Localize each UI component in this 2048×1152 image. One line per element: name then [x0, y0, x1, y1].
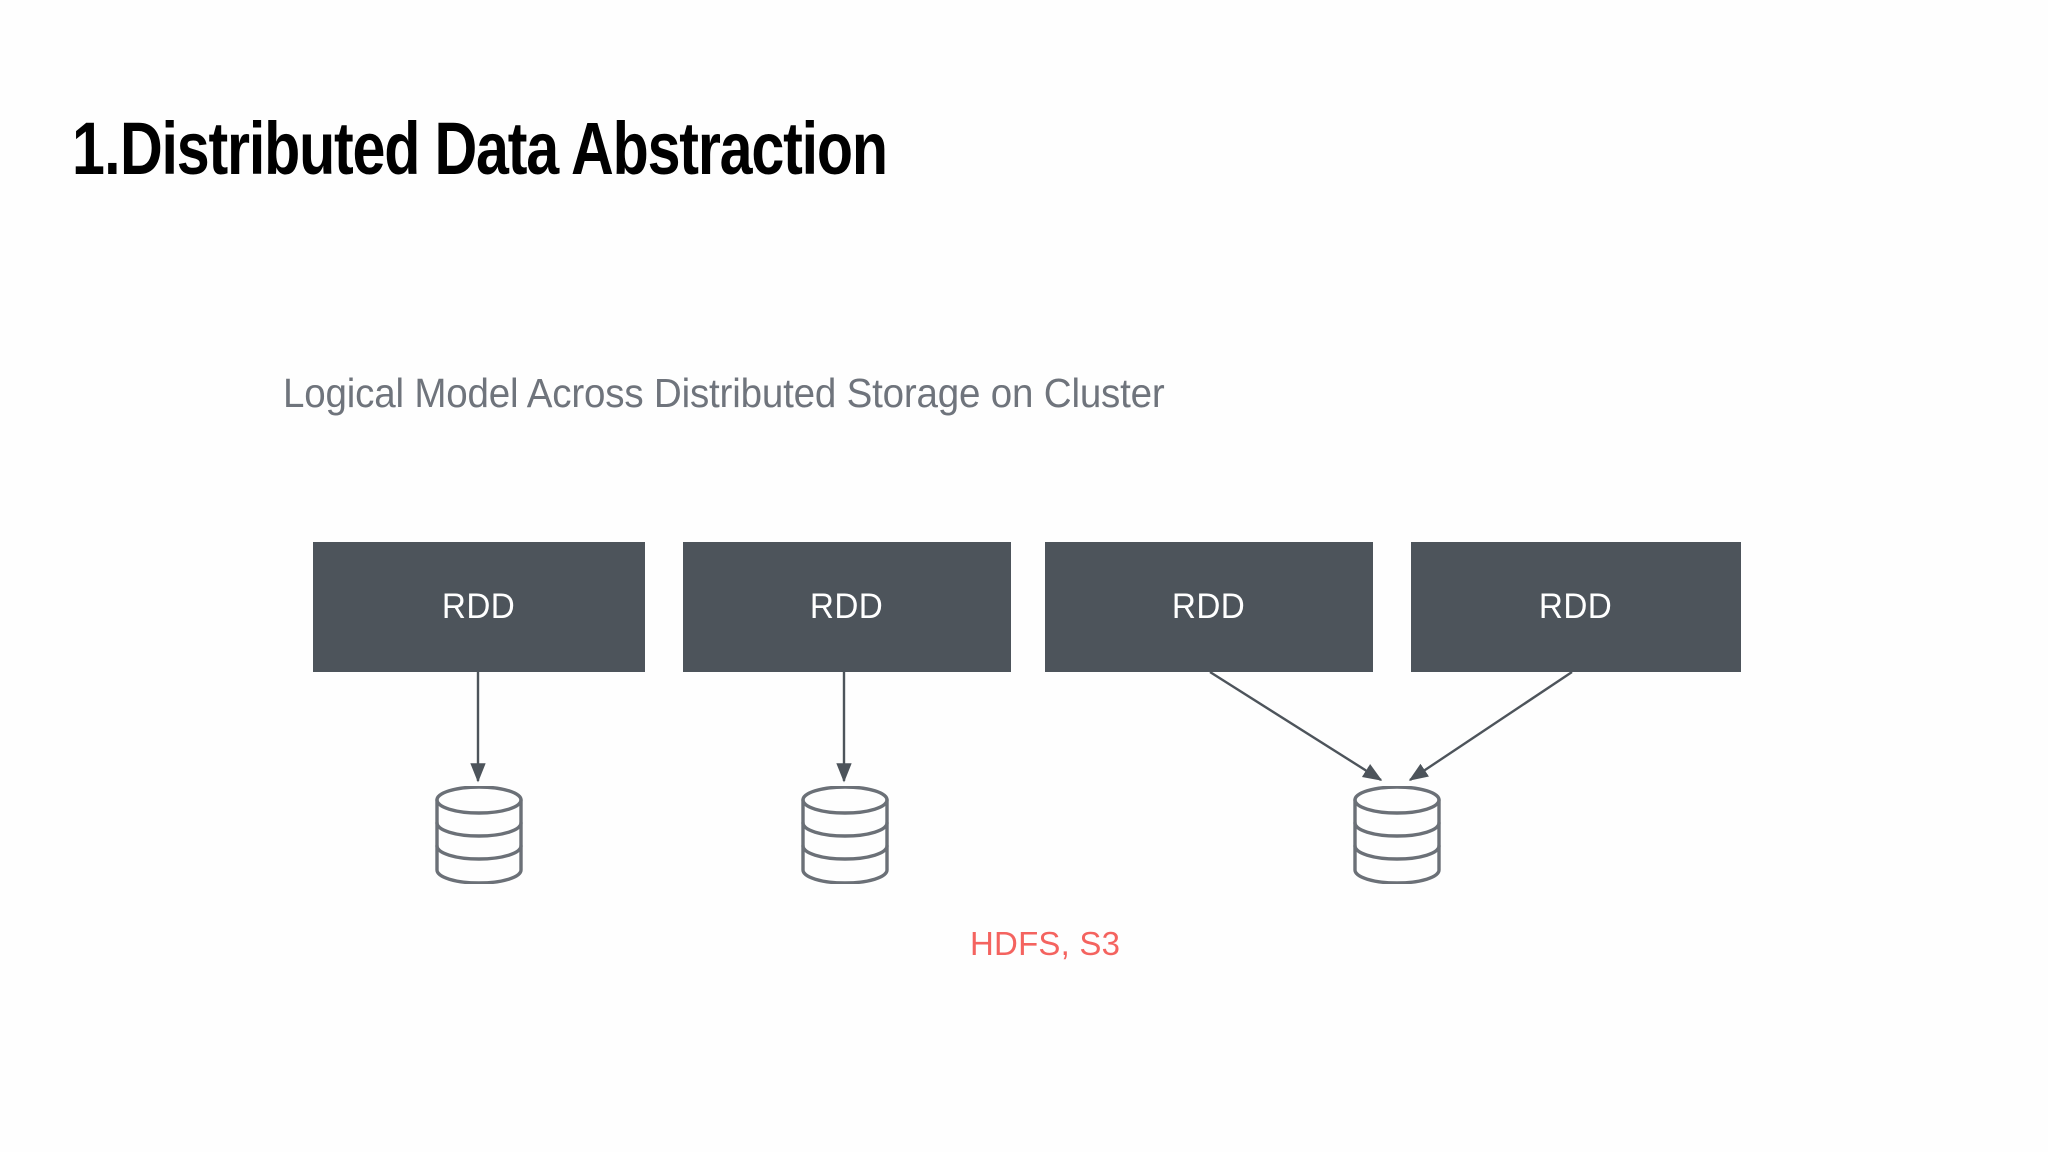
rdd-node-label: RDD [442, 587, 516, 626]
arrow-rdd3-to-storage3 [1209, 670, 1383, 782]
rdd-node-label: RDD [810, 587, 884, 626]
title-text: Distributed Data Abstraction [119, 107, 888, 190]
rdd-node-1: RDD [313, 542, 645, 672]
arrow-rdd4-to-storage3 [1408, 671, 1573, 781]
rdd-node-label: RDD [1539, 587, 1613, 626]
slide-subtitle: Logical Model Across Distributed Storage… [283, 370, 1165, 416]
storage-systems-label: HDFS, S3 [970, 925, 1121, 962]
database-cylinder-2 [801, 786, 889, 884]
title-number: 1. [72, 107, 121, 190]
database-cylinder-3 [1353, 786, 1441, 884]
rdd-node-3: RDD [1045, 542, 1373, 672]
rdd-node-label: RDD [1172, 587, 1246, 626]
database-cylinder-1 [435, 786, 523, 884]
rdd-node-2: RDD [683, 542, 1011, 672]
rdd-node-4: RDD [1411, 542, 1741, 672]
page-title: 1. Distributed Data Abstraction [72, 112, 1078, 186]
